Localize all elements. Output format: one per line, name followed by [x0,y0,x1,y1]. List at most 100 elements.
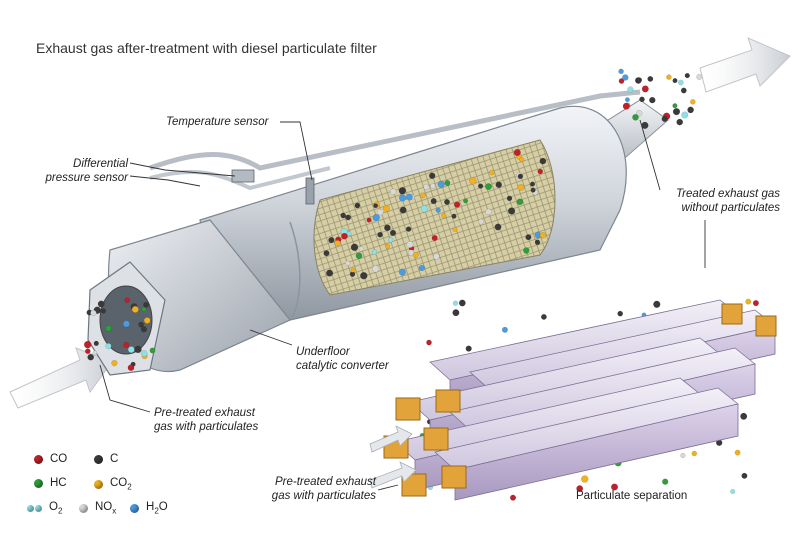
particle-dot [420,205,428,213]
particle-dot [740,412,748,420]
particle-dot [672,103,678,109]
particle-dot [730,489,736,495]
label-text: Temperature sensor [166,116,269,128]
particle-dot [517,183,525,191]
o2-atom-icon [27,504,34,512]
particle-dot [649,96,656,104]
particle-dot [672,78,678,84]
particle-dot [430,198,437,205]
filter-core-cutaway [313,139,556,296]
label-line: gas with particulates [271,490,376,502]
particle-dot [690,99,696,105]
formula-base: CO [110,477,128,489]
particle-dot [458,299,466,307]
leader-pretreated-top [99,364,151,413]
particle-dot [617,310,624,317]
particle-dot [501,326,508,333]
block-end-cap [423,427,449,451]
legend-c: C [94,453,118,465]
particle-dot [676,118,684,126]
legend-co2: CO2 [94,477,132,491]
particle-dot [149,347,156,354]
particle-dot [672,107,681,116]
particle-dot [494,223,502,231]
temperature-sensor [305,177,315,205]
label-line: Pre-treated exhaust [274,476,376,488]
particle-dot [541,313,547,320]
particle-dot [423,183,430,190]
particle-dot [516,198,524,206]
converter-seam [289,221,301,319]
particle-dot [334,240,341,247]
particle-dot [489,169,495,176]
hc-dot-icon [34,478,43,488]
particle-dot [539,232,547,239]
particle-dot [390,188,397,195]
particle-dot [678,79,684,86]
label-line: without particulates [681,202,780,214]
inflow-arrow [9,347,113,409]
leader-differential [129,162,236,177]
legend-label: C [110,453,119,465]
leader-underfloor [249,329,293,346]
particle-dot [525,234,532,241]
particle-dot [752,300,759,307]
particle-dot [433,253,440,260]
label-line: catalytic converter [296,360,389,372]
label-line: Pre-treated exhaust [154,407,256,419]
block-end-cap [441,465,467,489]
particle-dot [687,106,694,114]
particle-dot [131,305,139,313]
particle-dot [519,157,525,163]
particle-dot [100,308,107,314]
particle-dot [323,250,330,257]
particle-dot [83,340,92,349]
particle-dot [350,267,356,273]
particle-dot [355,252,363,260]
legend-label: NOx [95,501,116,515]
particle-dot [463,198,469,204]
particle-dot [382,205,390,212]
particle-dot [97,300,105,308]
particle-dot [350,243,359,252]
particle-dot [452,309,460,317]
label-pretreated-bottom: Pre-treated exhaust gas with particulate… [256,475,376,503]
particle-dot [399,194,407,202]
particle-dot [373,203,378,209]
particle-dot [537,168,543,175]
particle-dot [510,494,517,501]
particle-dot [454,201,461,208]
particle-dot [412,251,419,258]
label-line: pressure sensor [45,172,128,184]
block-inflow-arrow [369,425,413,453]
particle-dot [90,309,97,317]
particle-dot [680,452,686,459]
particle-dot [389,229,397,237]
particle-dot [576,485,584,492]
pressure-sensor-body [231,169,255,183]
particle-dot [437,180,445,188]
particle-dot [124,297,131,303]
filter-block [454,403,739,501]
particle-dot [530,181,536,187]
label-line: gas with particulates [154,421,259,433]
particle-dot [340,212,347,219]
particle-dot [452,300,459,306]
particle-dot [639,96,645,103]
block-end-cap [395,397,421,421]
legend-o2: O2 [27,501,62,515]
particle-dot [666,74,672,80]
particle-dot [485,183,492,191]
block-inflow-arrow [369,461,417,489]
formula-base: H [146,501,155,513]
particle-dot [444,199,450,205]
formula-sub: 2 [127,482,132,492]
particle-dot [618,78,625,84]
particle-dot [398,187,407,195]
label-line: Underfloor [296,346,350,358]
particle-dot [388,237,394,243]
particle-dot [661,115,668,123]
particle-dot [111,360,118,367]
particle-dot [345,214,351,221]
particle-dot [691,450,697,457]
